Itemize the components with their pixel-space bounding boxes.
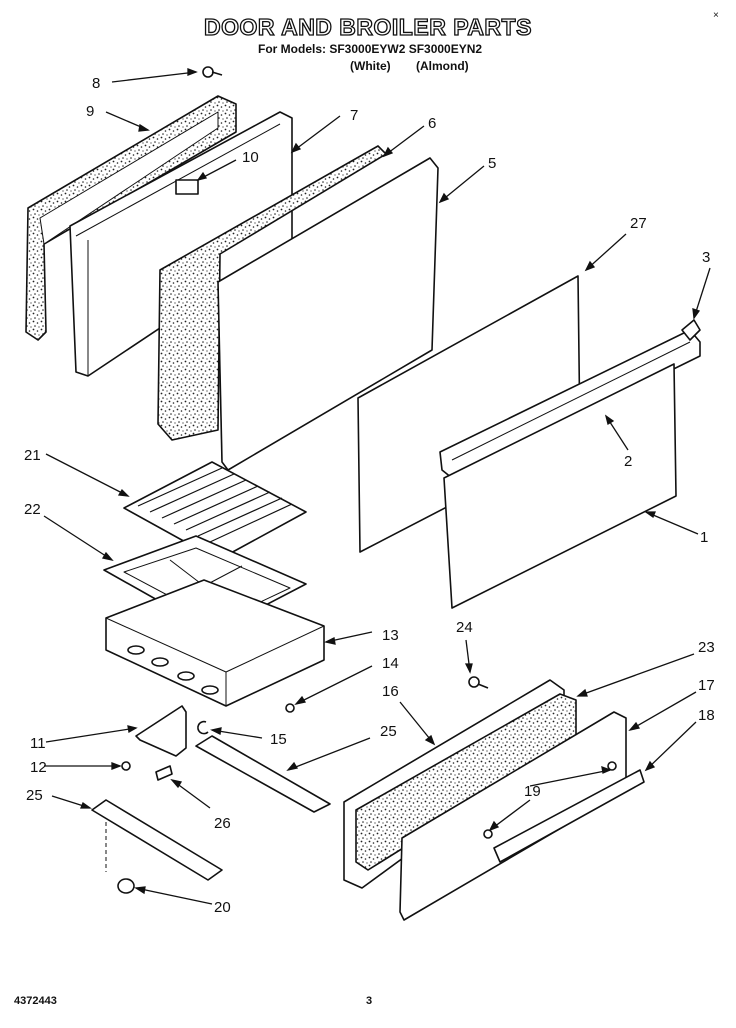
callout-14: 14 — [382, 655, 399, 672]
callout-23: 23 — [698, 639, 715, 656]
callout-21: 21 — [24, 447, 41, 464]
variant-almond: (Almond) — [416, 59, 469, 73]
callout-11: 11 — [30, 735, 46, 752]
callout-15: 15 — [270, 731, 287, 748]
callout-20: 20 — [214, 899, 231, 916]
callout-9: 9 — [86, 103, 94, 120]
callout-6: 6 — [428, 115, 436, 132]
part-18-drawer-handle — [493, 769, 645, 863]
callout-8: 8 — [92, 75, 100, 92]
document-code: 4372443 — [14, 995, 57, 1007]
callout-25: 25 — [26, 787, 43, 804]
part-13-broiler-drawer — [105, 579, 325, 707]
part-10-bracket — [175, 179, 199, 195]
part-24-screw — [468, 676, 480, 688]
callout-1: 1 — [700, 529, 708, 546]
part-1-outer-door — [443, 363, 677, 609]
page-title: DOOR AND BROILER PARTS — [203, 13, 532, 40]
callout-5: 5 — [488, 155, 496, 172]
callout-7: 7 — [350, 107, 358, 124]
part-19-screw-a — [607, 761, 617, 771]
callout-10: 10 — [242, 149, 259, 166]
part-26-bolt — [155, 765, 173, 781]
callout-19: 19 — [524, 783, 541, 800]
callout-27: 27 — [630, 215, 647, 232]
part-3-hinge — [681, 319, 701, 341]
corner-mark: × — [713, 10, 719, 21]
variant-white: (White) — [350, 59, 391, 73]
callout-17: 17 — [698, 677, 715, 694]
page-number: 3 — [366, 995, 373, 1007]
callout-13: 13 — [382, 627, 399, 644]
part-11-bracket — [135, 705, 187, 757]
part-12-nut — [121, 761, 131, 771]
callout-24: 24 — [456, 619, 473, 636]
callout-12: 12 — [30, 759, 47, 776]
part-15-clip — [197, 720, 209, 735]
callout-26: 26 — [214, 815, 231, 832]
part-20-roller — [117, 878, 135, 894]
part-25-rail-upper — [195, 735, 331, 813]
part-14-screw — [285, 703, 295, 713]
callout-2: 2 — [624, 453, 632, 470]
callout-22: 22 — [24, 501, 41, 518]
part-19-screw-b — [483, 829, 493, 839]
callout-3: 3 — [702, 249, 710, 266]
part-8-screw — [202, 66, 214, 78]
part-25-rail-lower — [91, 799, 223, 881]
callout-18: 18 — [698, 707, 715, 724]
callout-16: 16 — [382, 683, 399, 700]
models-line: For Models: SF3000EYW2 SF3000EYN2 — [258, 42, 483, 56]
callout-25: 25 — [380, 723, 397, 740]
